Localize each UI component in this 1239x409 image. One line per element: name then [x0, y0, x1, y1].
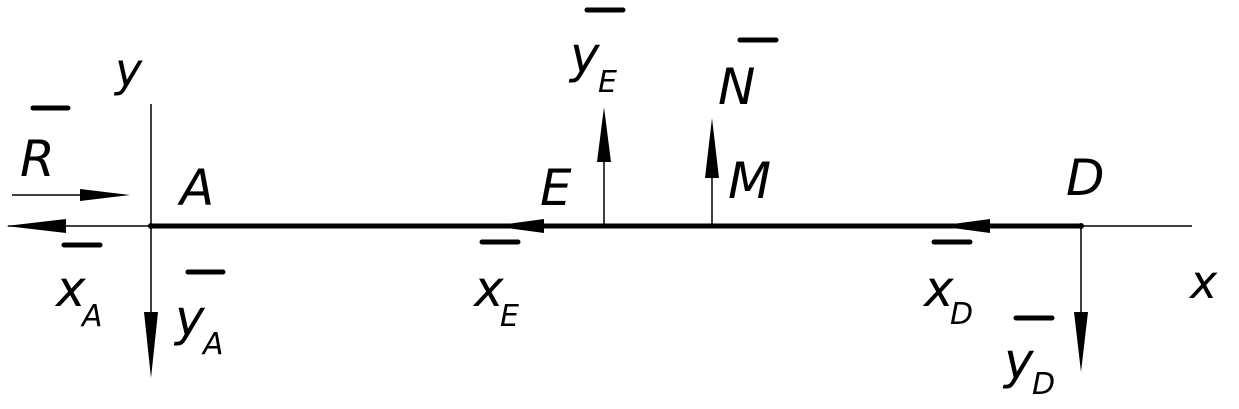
vector-overbars: [30, 7, 1055, 321]
force-XE-label: x E: [472, 260, 519, 334]
point-E-label: E: [540, 159, 572, 217]
force-YE-arrow: [597, 107, 611, 226]
force-XD-arrow: [938, 219, 990, 233]
force-R-label: R: [20, 130, 55, 188]
point-A-label: A: [177, 159, 214, 217]
force-XD-label: x D: [922, 260, 973, 332]
force-XA-subscript: A: [80, 299, 103, 334]
point-M-label: M: [728, 152, 771, 210]
force-YE-letter: y: [568, 26, 601, 84]
force-YA-subscript: A: [201, 327, 224, 362]
force-YD-subscript: D: [1032, 367, 1055, 402]
force-XA-letter: x: [54, 260, 86, 318]
force-YE-label: y E: [568, 26, 617, 100]
y-axis-label: y: [113, 43, 143, 97]
force-XA-arrow: [6, 219, 66, 233]
force-YE-subscript: E: [598, 65, 617, 100]
force-YD-arrow: [1074, 226, 1088, 372]
force-R-arrow: [12, 189, 130, 201]
force-XE-arrow: [492, 219, 544, 233]
force-YA-label: y A: [173, 289, 224, 362]
force-YA-letter: y: [173, 289, 206, 347]
force-YD-label: y D: [1002, 332, 1055, 402]
force-YA-arrow: [144, 226, 158, 378]
force-XE-subscript: E: [500, 299, 519, 334]
force-XD-subscript: D: [950, 297, 973, 332]
force-N-label: N: [718, 58, 755, 116]
force-N-arrow: [705, 118, 719, 226]
x-axis-label: x: [1188, 255, 1218, 309]
force-YD-letter: y: [1002, 332, 1035, 390]
point-D-label: D: [1066, 149, 1105, 207]
force-XA-label: x A: [54, 260, 103, 334]
force-XE-letter: x: [472, 260, 504, 318]
force-XD-letter: x: [922, 260, 954, 318]
